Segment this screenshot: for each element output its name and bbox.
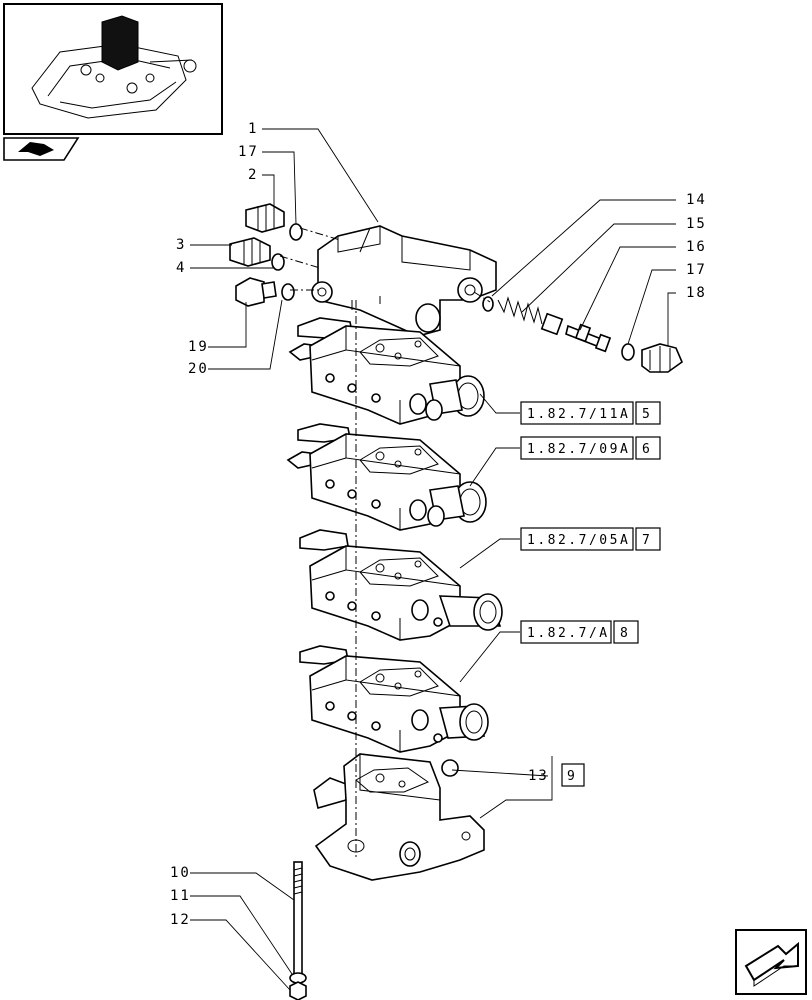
end-plate bbox=[313, 753, 485, 881]
callout-2: 2 bbox=[248, 167, 258, 183]
ref-link-7[interactable]: 1.82.7/05A 7 bbox=[520, 527, 661, 551]
next-page-arrow-icon[interactable] bbox=[735, 929, 807, 995]
leader-lines bbox=[190, 128, 676, 991]
callout-15: 15 bbox=[686, 216, 707, 232]
plug-18 bbox=[641, 343, 683, 373]
callout-13: 13 bbox=[528, 768, 549, 784]
book-arrow-icon[interactable] bbox=[3, 137, 80, 161]
ref-link-9[interactable]: 9 bbox=[561, 763, 585, 787]
o-ring-20 bbox=[281, 283, 295, 301]
callout-1: 1 bbox=[248, 121, 258, 137]
callout-numbers: 1 17 2 3 4 19 20 14 15 16 17 18 13 10 11… bbox=[170, 121, 707, 928]
o-ring-17 bbox=[289, 223, 303, 241]
callout-17-left: 17 bbox=[238, 144, 259, 160]
ref-code: 1.82.7/09A bbox=[527, 442, 630, 457]
ref-link-6[interactable]: 1.82.7/09A 6 bbox=[520, 436, 661, 460]
callout-14: 14 bbox=[686, 192, 707, 208]
callout-10: 10 bbox=[170, 865, 191, 881]
ref-num: 6 bbox=[642, 442, 652, 457]
callout-19: 19 bbox=[188, 339, 209, 355]
ref-code: 1.82.7/A bbox=[527, 626, 610, 641]
valve-section-8 bbox=[299, 645, 489, 753]
callout-20: 20 bbox=[188, 361, 209, 377]
nut-12 bbox=[289, 981, 307, 1000]
valve-top-block bbox=[311, 225, 497, 337]
plug-19 bbox=[235, 277, 277, 307]
plug-3 bbox=[229, 237, 271, 267]
spring-15 bbox=[497, 296, 543, 325]
callout-4: 4 bbox=[176, 260, 186, 276]
callout-16: 16 bbox=[686, 239, 707, 255]
assembly-thumbnail bbox=[3, 3, 223, 135]
ref-link-8[interactable]: 1.82.7/A 8 bbox=[520, 620, 639, 644]
ref-num: 7 bbox=[642, 533, 652, 548]
callout-17-right: 17 bbox=[686, 262, 707, 278]
ref-code: 1.82.7/11A bbox=[527, 407, 630, 422]
o-ring-4 bbox=[271, 253, 285, 271]
valve-section-6 bbox=[286, 423, 487, 531]
valve-section-7 bbox=[299, 529, 503, 641]
assembly-axis-lines bbox=[279, 227, 491, 860]
callout-18: 18 bbox=[686, 285, 707, 301]
washer-14 bbox=[482, 296, 494, 312]
ref-num: 8 bbox=[620, 626, 630, 641]
callout-3: 3 bbox=[176, 237, 186, 253]
plug-2 bbox=[245, 203, 285, 233]
callout-12: 12 bbox=[170, 912, 191, 928]
ref-num: 5 bbox=[642, 407, 652, 422]
ref-num: 9 bbox=[567, 769, 577, 784]
ref-link-5[interactable]: 1.82.7/11A 5 bbox=[520, 401, 661, 425]
valve-section-5 bbox=[288, 317, 485, 425]
ref-code: 1.82.7/05A bbox=[527, 533, 630, 548]
o-ring-17b bbox=[621, 343, 635, 361]
pin-16 bbox=[540, 312, 612, 353]
callout-11: 11 bbox=[170, 888, 191, 904]
tie-rod-10 bbox=[293, 861, 303, 981]
